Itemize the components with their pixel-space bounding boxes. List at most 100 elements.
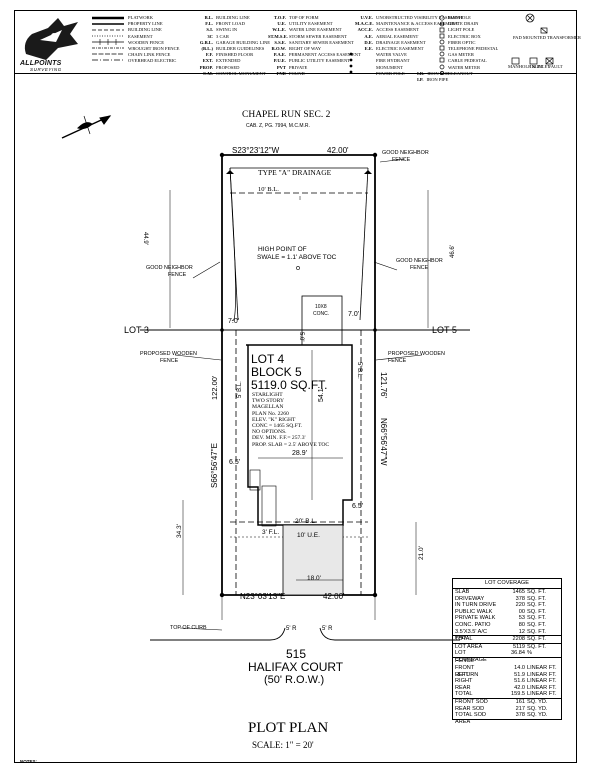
- legend-abbr: D.E.: [364, 39, 373, 45]
- lot-3-label: LOT 3: [124, 325, 149, 335]
- east-bearing: N66°56'47"W: [379, 418, 388, 466]
- fence-row-item: TOTAL: [455, 691, 473, 698]
- sod-row-item: TOTAL SOD AREA: [455, 712, 486, 725]
- side-bl-left: 5' B.L.: [237, 381, 243, 398]
- legend-abbr: ACC.E.: [357, 27, 373, 33]
- symbol-legend-entry: CABLE PEDESTAL: [448, 58, 487, 64]
- legend-desc: SWING IN: [216, 27, 238, 33]
- south-distance: 42.00': [323, 592, 345, 601]
- legend-abbr: I.P.: [417, 77, 424, 82]
- house-detail-line: STARLIGHT: [252, 392, 283, 398]
- west-distance: 122.00': [210, 375, 219, 400]
- pad-transformer-label: PAD MOUNTED TRANSFORMER: [513, 35, 581, 40]
- lot-coverage-row: LOT COVERAGE 36.84 %: [453, 650, 561, 663]
- line-legend: PLATWORK PROPERTY LINE BUILDING LINE EAS…: [128, 15, 179, 65]
- fence-row-unit: LINEAR FT.: [527, 691, 557, 698]
- side-bl-right: 5' B.L.: [356, 362, 362, 379]
- coverage-row-qty: 12: [518, 628, 525, 635]
- legend-row: S.S.E.SANITARY SEWER EASEMENT: [268, 40, 361, 46]
- coverage-row-item: SLAB: [455, 589, 470, 595]
- proposed-fence-right: PROPOSED WOODEN: [388, 351, 445, 357]
- legend-desc: AERIAL EASEMENT: [376, 33, 419, 39]
- coverage-row-qty: 378: [515, 595, 525, 602]
- symbol-legend-entry: CLEANOUT: [448, 70, 473, 76]
- proposed-fence-left-2: FENCE: [160, 358, 179, 364]
- legend-row-extra: I.P.IRON PIPE: [417, 77, 448, 83]
- sod-row-qty: 378: [515, 712, 525, 719]
- fence-row-unit: LINEAR FT.: [527, 678, 557, 685]
- lot-5-label: LOT 5: [432, 325, 457, 335]
- legend-row: W.L.E.WATER LINE EASEMENT: [268, 27, 361, 33]
- legend-abbr: S.S.E.: [274, 39, 286, 45]
- legend-abbr: ST.M.S.E.: [268, 33, 288, 39]
- legend-desc: BUILDING LINE: [216, 15, 250, 20]
- line-legend-samples: [92, 13, 554, 75]
- rear-building-line: 10' B.L.: [258, 186, 279, 193]
- swale-note-2: SWALE = 1.1' ABOVE TOC: [257, 254, 337, 261]
- fence-row-unit: LINEAR FT.: [527, 684, 557, 691]
- legend-row: ACC.E.ACCESS EASEMENT: [355, 27, 463, 33]
- fence-row-item: LEFT: [455, 671, 469, 678]
- legend-entry: WOODEN FENCE: [128, 39, 165, 45]
- legend-row: T.O.F.TOP OF FORM: [268, 15, 361, 21]
- sod-row-item: FRONT SOD: [455, 698, 488, 705]
- legend-desc: FIRE HYDRANT: [376, 58, 410, 64]
- house-detail-line: TWO STORY: [252, 398, 285, 405]
- symbol-legend-entry: MANHOLE: [448, 15, 471, 20]
- company-logo: [24, 18, 78, 60]
- legend-row: C.M.CONTROL MONUMENT: [195, 71, 270, 77]
- legend-desc: POWER POLE: [376, 70, 405, 76]
- fence-title: FENCE: [453, 656, 561, 665]
- coverage-row-qty: 53: [518, 615, 525, 622]
- legend-row: PROP.PROPOSED: [195, 65, 270, 71]
- house-detail-line: ELEV. "K" RIGHT: [252, 416, 296, 423]
- legend-abbr: U.E.: [277, 21, 286, 27]
- dim-left-44: 44.9': [142, 232, 148, 245]
- vault-label: VAULT: [548, 64, 563, 69]
- legend-desc: FINISHED FLOOR: [216, 52, 254, 58]
- legend-desc: TOP OF FORM: [289, 15, 319, 20]
- company-subtitle: SURVEYING: [30, 67, 62, 72]
- patio-material: CONC.: [313, 311, 330, 317]
- legend-row: F.F.FINISHED FLOOR: [195, 52, 270, 58]
- house-detail-line: CONC = 1465 SQ.FT.: [252, 423, 303, 430]
- proposed-fence-left: PROPOSED WOODEN: [140, 351, 197, 357]
- plan-scale: SCALE: 1" = 20': [252, 740, 314, 750]
- coverage-row-item: DRIVEWAY: [455, 595, 485, 602]
- legend-row: ST.M.S.E.STORM SEWER EASEMENT: [268, 34, 361, 40]
- legend-row: EXT.EXTENDED: [195, 58, 270, 64]
- coverage-row-unit: SQ. FT.: [527, 615, 546, 622]
- legend-row: U.V.E.UNOBSTRUCTED VISIBILITY EASEMENT: [355, 15, 463, 21]
- legend-desc: 3 CAR: [216, 33, 229, 39]
- legend-row: S.I.SWING IN: [195, 27, 270, 33]
- east-distance: 121.76': [379, 372, 388, 398]
- legend-entry: EASEMENT: [128, 33, 153, 39]
- manhole-inlet-label: MANHOLE & INLET: [508, 64, 551, 69]
- lot-area-unit: SQ. FT.: [527, 643, 546, 650]
- legend-desc: WATER VALVE: [376, 52, 407, 58]
- legend-entry: OVERHEAD ELECTRIC: [128, 58, 177, 64]
- radius-right: 5' R: [322, 626, 333, 632]
- legend-desc: UNOBSTRUCTED VISIBILITY EASEMENT: [376, 15, 464, 20]
- lot-coverage-qty: 36.84: [511, 650, 525, 657]
- legend-entry: BUILDING LINE: [128, 27, 162, 33]
- symbol-legend-entry: GAS METER: [448, 52, 474, 58]
- good-neighbor-fence-right-2: FENCE: [410, 265, 429, 271]
- fence-row-item: REAR: [455, 684, 471, 691]
- swale-note-1: HIGH POINT OF: [258, 246, 307, 253]
- legend-desc: WATER LINE EASEMENT: [289, 27, 342, 33]
- house-detail-line: PROP. SLAB = 2.5' ABOVE TOC: [252, 441, 330, 448]
- legend-row: P.U.E.PUBLIC UTILITY EASEMENT: [268, 58, 361, 64]
- legend-row: POWER POLE: [355, 71, 463, 77]
- south-bearing: N23°03'13"E: [240, 592, 286, 601]
- good-neighbor-fence-top: GOOD NEIGHBOR: [382, 150, 429, 156]
